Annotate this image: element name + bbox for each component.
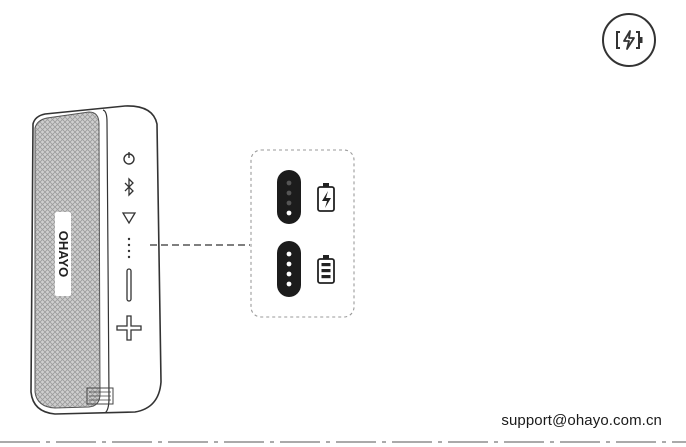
brand-mark: OHAYO [56,231,71,277]
battery-full-icon [318,255,334,283]
support-email: support@ohayo.com.cn [501,412,662,429]
indicator-charging [277,170,301,224]
dashed-frame [251,150,354,317]
indicator-callout [150,140,365,325]
bottom-rule [0,439,686,445]
battery-charging-icon [318,183,334,211]
charging-badge-icon [601,12,657,68]
indicator-full [277,241,301,297]
